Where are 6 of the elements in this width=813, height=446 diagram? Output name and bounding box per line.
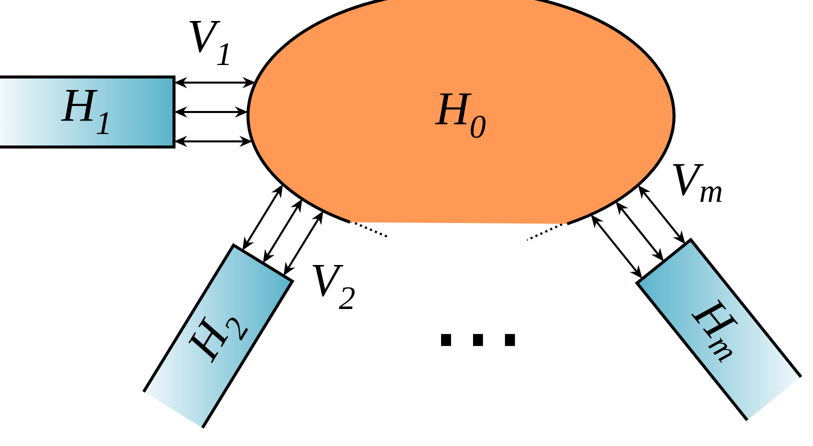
edge-label: V$_{1}$ bbox=[186, 20, 234, 66]
box: H$_{m}$ bbox=[634, 238, 802, 422]
edge-label: V$_{2}$ bbox=[309, 264, 357, 310]
box: H$_{2}$ bbox=[142, 243, 294, 429]
ellipsis: … bbox=[441, 334, 515, 346]
box: H$_{1}$ bbox=[0, 76, 176, 148]
